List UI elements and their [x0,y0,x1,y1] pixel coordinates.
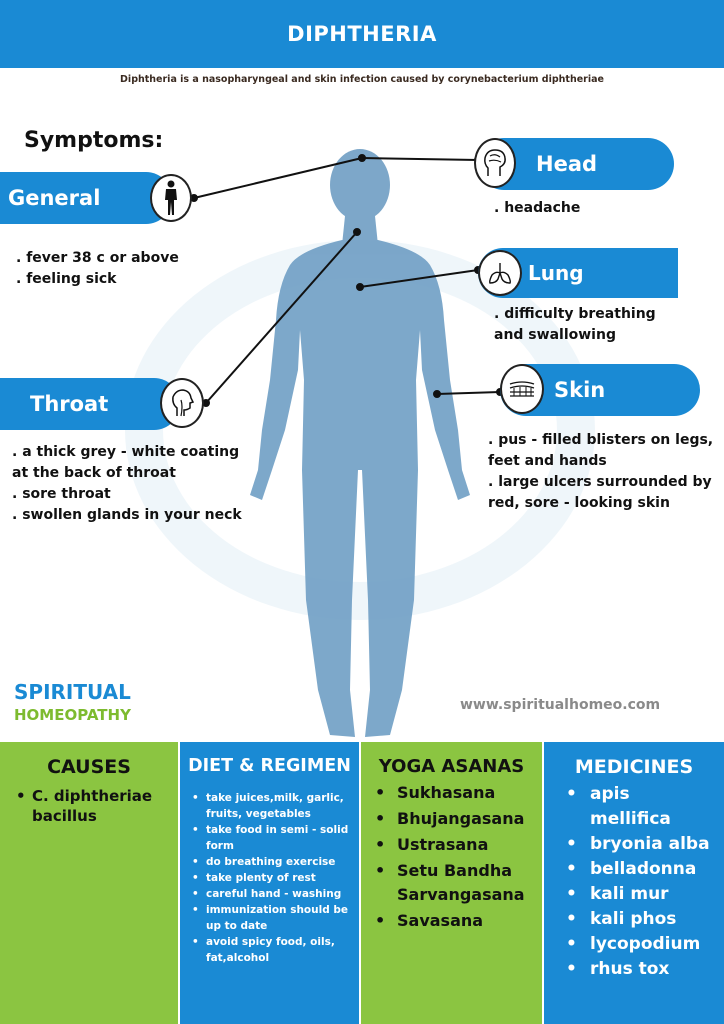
list-item: kali phos [566,907,716,932]
brain-icon [474,138,516,188]
skin-layers-icon [500,364,544,414]
diet-title: DIET & REGIMEN [188,756,351,776]
causes-column: CAUSES C. diphtheriae bacillus [0,742,178,1024]
diet-column: DIET & REGIMEN take juices,milk, garlic,… [180,742,359,1024]
list-item: belladonna [566,857,716,882]
skin-symptom: feet and hands [488,453,607,469]
skin-symptom: red, sore - looking skin [488,495,670,511]
yoga-list: Sukhasana Bhujangasana Ustrasana Setu Ba… [375,781,542,933]
list-item: rhus tox [566,957,716,982]
brand-spiritual: SPIRITUAL [14,680,131,704]
list-item: take juices,milk, garlic, fruits, vegeta… [192,790,356,822]
list-item: Sukhasana [375,781,537,805]
throat-symptom: . sore throat [12,486,111,502]
head-label: Head [536,152,598,176]
general-label: General [8,186,101,210]
throat-symptom: at the back of throat [12,465,176,481]
diet-list: take juices,milk, garlic, fruits, vegeta… [192,790,359,966]
lung-symptoms: . difficulty breathing and swallowing [494,304,656,346]
throat-icon [160,378,204,428]
general-symptom: . feeling sick [16,271,117,287]
throat-label: Throat [30,392,109,416]
lung-symptom: and swallowing [494,327,616,343]
skin-symptom: . pus - filled blisters on legs, [488,432,714,448]
symptoms-heading: Symptoms: [24,128,164,153]
list-item: take food in semi - solid form [192,822,356,854]
page-subtitle: Diphtheria is a nasopharyngeal and skin … [120,74,604,85]
person-icon [150,174,192,222]
list-item: do breathing exercise [192,854,356,870]
medicines-title: MEDICINES [574,756,694,778]
list-item: apis mellifica [566,782,716,832]
head-symptoms: . headache [494,198,580,219]
skin-symptom: . large ulcers surrounded by [488,474,712,490]
list-item: Ustrasana [375,833,537,857]
medicines-column: MEDICINES apis mellifica bryonia alba be… [544,742,724,1024]
yoga-title: YOGA ASANAS [378,756,525,777]
list-item: take plenty of rest [192,870,356,886]
lung-label: Lung [528,261,584,285]
head-symptom: . headache [494,200,581,216]
general-pill: General [0,172,172,224]
throat-pill: Throat [0,378,180,430]
throat-symptoms: . a thick grey - white coating at the ba… [12,442,242,526]
list-item: kali mur [566,882,716,907]
skin-label: Skin [554,378,606,402]
throat-symptom: . swollen glands in your neck [12,507,242,523]
yoga-column: YOGA ASANAS Sukhasana Bhujangasana Ustra… [361,742,542,1024]
list-item: bryonia alba [566,832,716,857]
lungs-icon [478,250,522,296]
website-url[interactable]: www.spiritualhomeo.com [460,697,661,713]
list-item: Setu Bandha Sarvangasana [375,859,537,907]
causes-title: CAUSES [47,756,131,778]
list-item: Savasana [375,909,537,933]
general-symptom: . fever 38 c or above [16,250,179,266]
list-item: immunization should be up to date [192,902,356,934]
page-title: DIPHTHERIA [287,22,437,46]
medicines-list: apis mellifica bryonia alba belladonna k… [566,782,724,982]
general-symptoms: . fever 38 c or above . feeling sick [16,248,179,290]
list-item: lycopodium [566,932,716,957]
list-item: C. diphtheriae bacillus [16,786,166,826]
brand-homeopathy: HOMEOPATHY [14,706,131,724]
title-banner: DIPHTHERIA [0,0,724,68]
list-item: Bhujangasana [375,807,537,831]
lung-symptom: . difficulty breathing [494,306,656,322]
list-item: careful hand - washing [192,886,356,902]
list-item: avoid spicy food, oils, fat,alcohol [192,934,356,966]
skin-symptoms: . pus - filled blisters on legs, feet an… [488,430,713,514]
causes-list: C. diphtheriae bacillus [16,786,178,826]
throat-symptom: . a thick grey - white coating [12,444,240,460]
